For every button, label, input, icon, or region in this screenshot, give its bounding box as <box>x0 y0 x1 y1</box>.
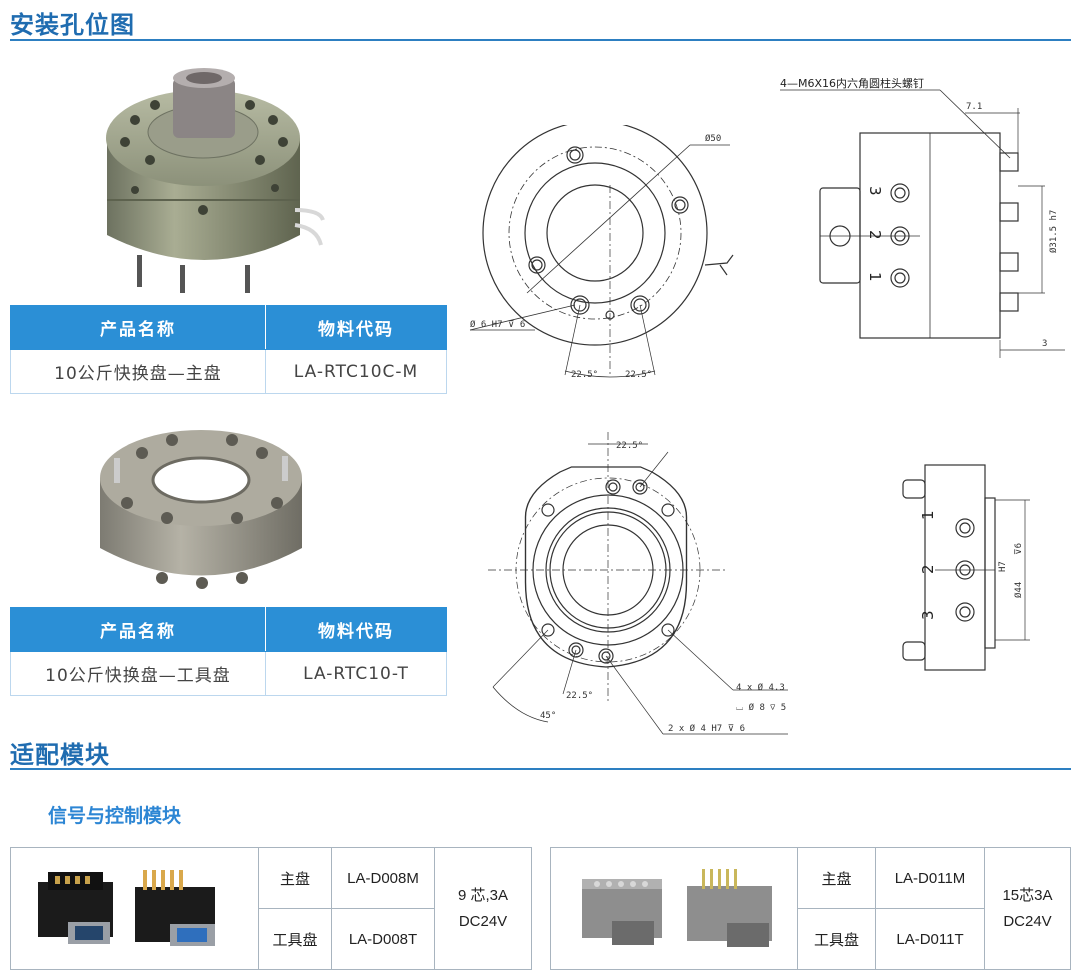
master-front-drawing: Ø50 Ø 6 H7 ⊽ 6 22.5° 22.5° <box>469 125 734 380</box>
dim-diameter-50: Ø50 <box>705 133 721 144</box>
module-master-code: LA-D011M <box>875 847 985 909</box>
module-spec-line2: DC24V <box>458 912 508 930</box>
dim-hole: Ø 6 H7 ⊽ 6 <box>470 319 525 330</box>
mark-3: 3 <box>919 610 937 620</box>
module-spec-line1: 9 芯,3A <box>457 886 509 904</box>
module-d008-photo <box>37 869 215 946</box>
dim-depth: ⊽6 <box>1014 543 1024 555</box>
module-table-d008: 主盘 LA-D008M 9 芯,3A DC24V 工具盘 LA-D008T <box>10 847 532 970</box>
header-material-code: 物料代码 <box>265 305 447 350</box>
module-spec: 15芯3A DC24V <box>984 847 1071 970</box>
dim-offset: 7.1 <box>966 102 982 112</box>
dim-bore-31: Ø31.5 h7 <box>1048 210 1059 253</box>
module-tool-label: 工具盘 <box>797 908 876 970</box>
mark-1: 1 <box>866 272 884 282</box>
master-plate-photo <box>106 68 325 293</box>
header-product-name: 产品名称 <box>10 607 266 652</box>
master-side-drawing: 4—M6X16内六角圆柱头螺钉 7.1 Ø31.5 h7 3 3 2 1 <box>780 78 1065 358</box>
dim-angle-bottom: 22.5° <box>566 691 593 701</box>
module-tool-label: 工具盘 <box>258 908 332 970</box>
product-table-tool: 产品名称 物料代码 10公斤快换盘—工具盘 LA-RTC10-T <box>10 607 447 696</box>
mark-2: 2 <box>866 230 884 240</box>
dim-angle-45: 45° <box>540 711 556 721</box>
module-spec-line1: 15芯3A <box>1002 886 1053 904</box>
tool-side-drawing: Ø44 H7 ⊽6 1 2 3 <box>902 464 1030 671</box>
dim-bottom-3: 3 <box>1042 339 1047 349</box>
material-code: LA-RTC10C-M <box>265 349 447 394</box>
module-master-label: 主盘 <box>797 847 876 909</box>
module-d011-photo <box>581 868 772 947</box>
module-photo-cell <box>550 847 798 970</box>
product-table-master: 产品名称 物料代码 10公斤快换盘—主盘 LA-RTC10C-M <box>10 305 447 394</box>
section-title-modules: 适配模块 <box>10 741 110 769</box>
module-spec: 9 芯,3A DC24V <box>434 847 532 970</box>
dim-counterbore: ⌴ Ø 8 ⊽ 5 <box>736 702 786 713</box>
screw-label: 4—M6X16内六角圆柱头螺钉 <box>780 78 924 90</box>
module-tool-code: LA-D008T <box>331 908 435 970</box>
mark-1: 1 <box>919 510 937 520</box>
section-title-install: 安装孔位图 <box>10 11 135 39</box>
dim-angle-top: 22.5° <box>616 441 643 451</box>
tool-plate-photo <box>100 430 302 589</box>
dim-angle-left: 22.5° <box>571 370 598 380</box>
header-material-code: 物料代码 <box>265 607 447 652</box>
module-master-label: 主盘 <box>258 847 332 909</box>
material-code: LA-RTC10-T <box>265 651 447 696</box>
product-name: 10公斤快换盘—主盘 <box>10 349 266 394</box>
dim-bore-44: Ø44 <box>1013 582 1024 598</box>
module-table-d011: 主盘 LA-D011M 15芯3A DC24V 工具盘 LA-D011T <box>550 847 1071 970</box>
tool-front-drawing: 22.5° 22.5° 45° 4 x Ø 4.3 完全贯穿 ⌴ Ø 8 ⊽ 5… <box>488 432 788 735</box>
subsection-title-signal: 信号与控制模块 <box>48 805 182 827</box>
mark-3: 3 <box>866 186 884 196</box>
product-name: 10公斤快换盘—工具盘 <box>10 651 266 696</box>
module-spec-line2: DC24V <box>1003 912 1052 930</box>
dim-pin-hole: 2 x Ø 4 H7 ⊽ 6 <box>668 723 745 734</box>
module-master-code: LA-D008M <box>331 847 435 909</box>
module-photo-cell <box>10 847 259 970</box>
section-divider <box>10 39 1071 41</box>
section-divider <box>10 768 1071 770</box>
module-tool-code: LA-D011T <box>875 908 985 970</box>
mark-2: 2 <box>919 564 937 574</box>
header-product-name: 产品名称 <box>10 305 266 350</box>
dim-tol: H7 <box>998 561 1008 572</box>
dim-angle-right: 22.5° <box>625 370 652 380</box>
dim-hole-through: 4 x Ø 4.3 完全贯穿 <box>736 681 788 693</box>
